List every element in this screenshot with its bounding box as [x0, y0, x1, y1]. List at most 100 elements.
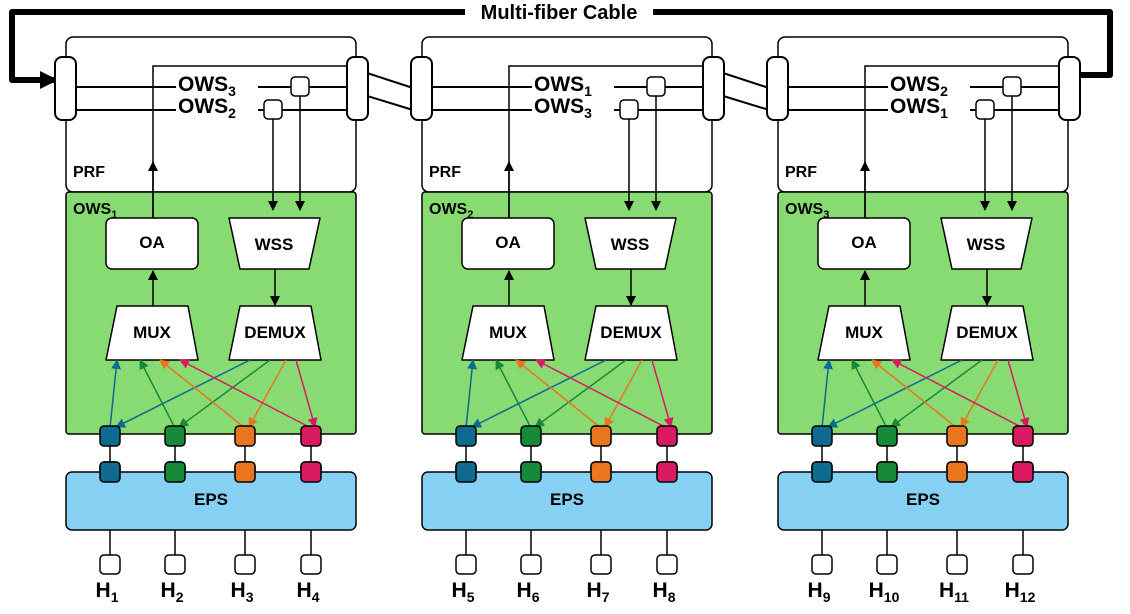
ows-port	[455, 425, 477, 447]
fiber-label-bg-top	[532, 75, 614, 97]
demux-box	[940, 305, 1034, 361]
ows-box-label: OWS3	[785, 201, 829, 221]
demux-box	[584, 305, 678, 361]
host-label: H11	[939, 579, 969, 605]
eps-box	[65, 471, 357, 531]
port-to-mux-link	[515, 359, 602, 429]
fiber-label-bottom: OWS3	[534, 95, 592, 121]
ows-port	[811, 425, 833, 447]
demux-to-port-link	[890, 359, 983, 428]
port-to-mux-link	[139, 359, 176, 429]
demux-label: DEMUX	[956, 323, 1018, 342]
port-to-mux-link	[535, 359, 668, 429]
prf-label: PRF	[429, 164, 461, 181]
ows-port	[520, 425, 542, 447]
fiber-label-bg-bottom	[176, 98, 258, 120]
cable-label: Multi-fiber Cable	[481, 2, 638, 24]
ows-port	[234, 425, 256, 447]
host-label: H8	[653, 579, 676, 605]
fiber-connector-right	[702, 56, 725, 121]
host-label: H2	[161, 579, 184, 605]
mux-label: MUX	[133, 323, 171, 342]
ows-port	[656, 425, 678, 447]
mux-box	[105, 305, 199, 361]
eps-port	[1012, 461, 1034, 483]
eps-port	[946, 461, 968, 483]
tap-top	[1002, 76, 1022, 97]
tap-top	[646, 76, 666, 97]
host-port	[300, 554, 322, 575]
ows-port	[1012, 425, 1034, 447]
tap-top	[290, 76, 310, 97]
eps-label: EPS	[550, 490, 584, 509]
eps-port	[811, 461, 833, 483]
eps-port	[164, 461, 186, 483]
eps-box	[777, 471, 1069, 531]
oa-box	[105, 217, 199, 270]
wss-box	[940, 217, 1033, 270]
port-to-mux-link	[159, 359, 246, 429]
port-to-mux-link	[821, 359, 834, 429]
eps-port	[590, 461, 612, 483]
host-label: H9	[808, 579, 831, 605]
mux-box	[461, 305, 555, 361]
demux-to-port-link	[178, 359, 271, 428]
eps-label: EPS	[906, 490, 940, 509]
host-port	[876, 554, 898, 575]
demux-to-port-link	[471, 359, 607, 428]
ows-port	[876, 425, 898, 447]
fiber-label-top: OWS1	[534, 73, 592, 99]
fiber-connector-left	[54, 56, 77, 121]
host-label: H6	[517, 579, 540, 605]
host-label: H5	[452, 579, 475, 605]
eps-port	[656, 461, 678, 483]
demux-to-port-link	[115, 359, 251, 428]
port-to-mux-link	[851, 359, 888, 429]
port-to-mux-link	[179, 359, 312, 429]
mux-box	[817, 305, 911, 361]
mux-label: MUX	[845, 323, 883, 342]
wss-label: WSS	[255, 235, 294, 254]
host-port	[656, 554, 678, 575]
host-label: H10	[869, 579, 900, 605]
wss-box	[228, 217, 321, 270]
ows-port	[164, 425, 186, 447]
demux-box	[228, 305, 322, 361]
fiber-connector-right	[346, 56, 369, 121]
fiber-label-bg-top	[888, 75, 970, 97]
oa-label: OA	[851, 233, 877, 252]
demux-to-port-link	[604, 359, 643, 428]
eps-port	[455, 461, 477, 483]
eps-port	[520, 461, 542, 483]
prf-label: PRF	[785, 164, 817, 181]
tap-bottom	[975, 99, 995, 120]
port-to-mux-link	[109, 359, 122, 429]
inter-module-fibers	[363, 71, 770, 111]
ows-port	[590, 425, 612, 447]
host-port	[590, 554, 612, 575]
ows-port	[300, 425, 322, 447]
host-port	[1012, 554, 1034, 575]
mux-label: MUX	[489, 323, 527, 342]
port-to-mux-link	[891, 359, 1024, 429]
wss-box	[584, 217, 677, 270]
demux-label: DEMUX	[244, 323, 306, 342]
fiber-connector-right	[1058, 56, 1081, 121]
demux-to-port-link	[1007, 359, 1030, 428]
host-label: H1	[96, 579, 119, 605]
fiber-label-bottom: OWS1	[890, 95, 948, 121]
host-label: H12	[1005, 579, 1036, 605]
ows-box-label: OWS2	[429, 201, 473, 221]
tap-bottom	[263, 99, 283, 120]
oa-box	[817, 217, 911, 270]
port-to-mux-link	[465, 359, 478, 429]
ows-port	[99, 425, 121, 447]
fiber-label-bg-bottom	[532, 98, 614, 120]
demux-to-port-link	[295, 359, 318, 428]
host-port	[520, 554, 542, 575]
host-port	[164, 554, 186, 575]
